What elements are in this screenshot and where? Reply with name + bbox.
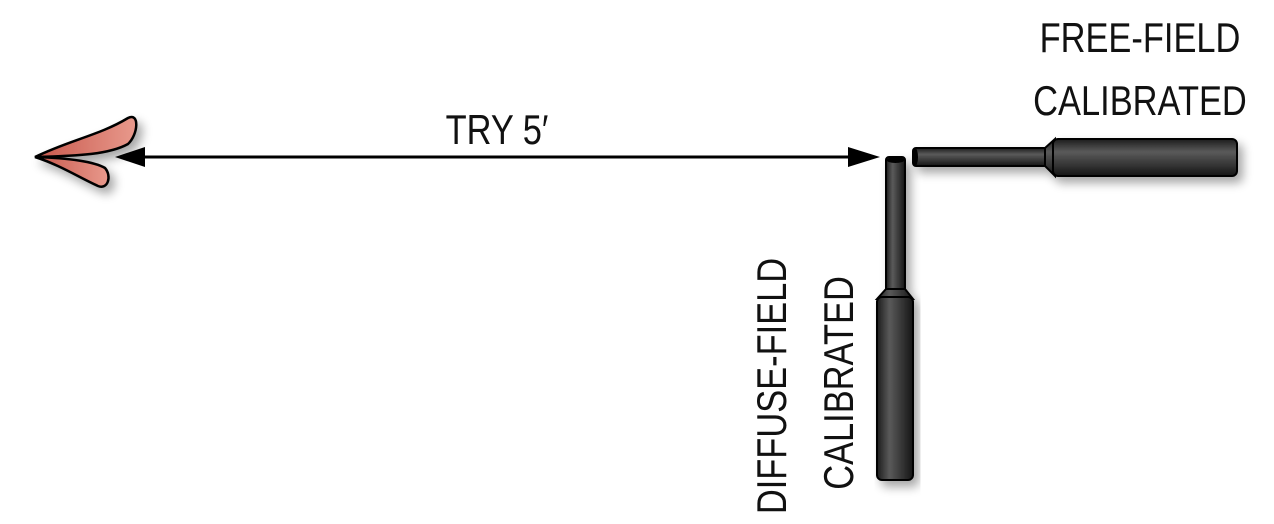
distance-arrow [115,147,880,167]
diffuse-field-microphone [874,156,916,481]
diffuse-field-label-line1: DIFFUSE-FIELD [749,258,796,514]
diffuse-field-label-line2: CALIBRATED [816,276,863,490]
sound-source-icon [34,115,138,188]
distance-label: TRY 5′ [446,107,549,154]
free-field-label-line1: FREE-FIELD [1040,15,1241,62]
free-field-microphone [912,136,1238,179]
free-field-label-line2: CALIBRATED [1033,78,1247,125]
